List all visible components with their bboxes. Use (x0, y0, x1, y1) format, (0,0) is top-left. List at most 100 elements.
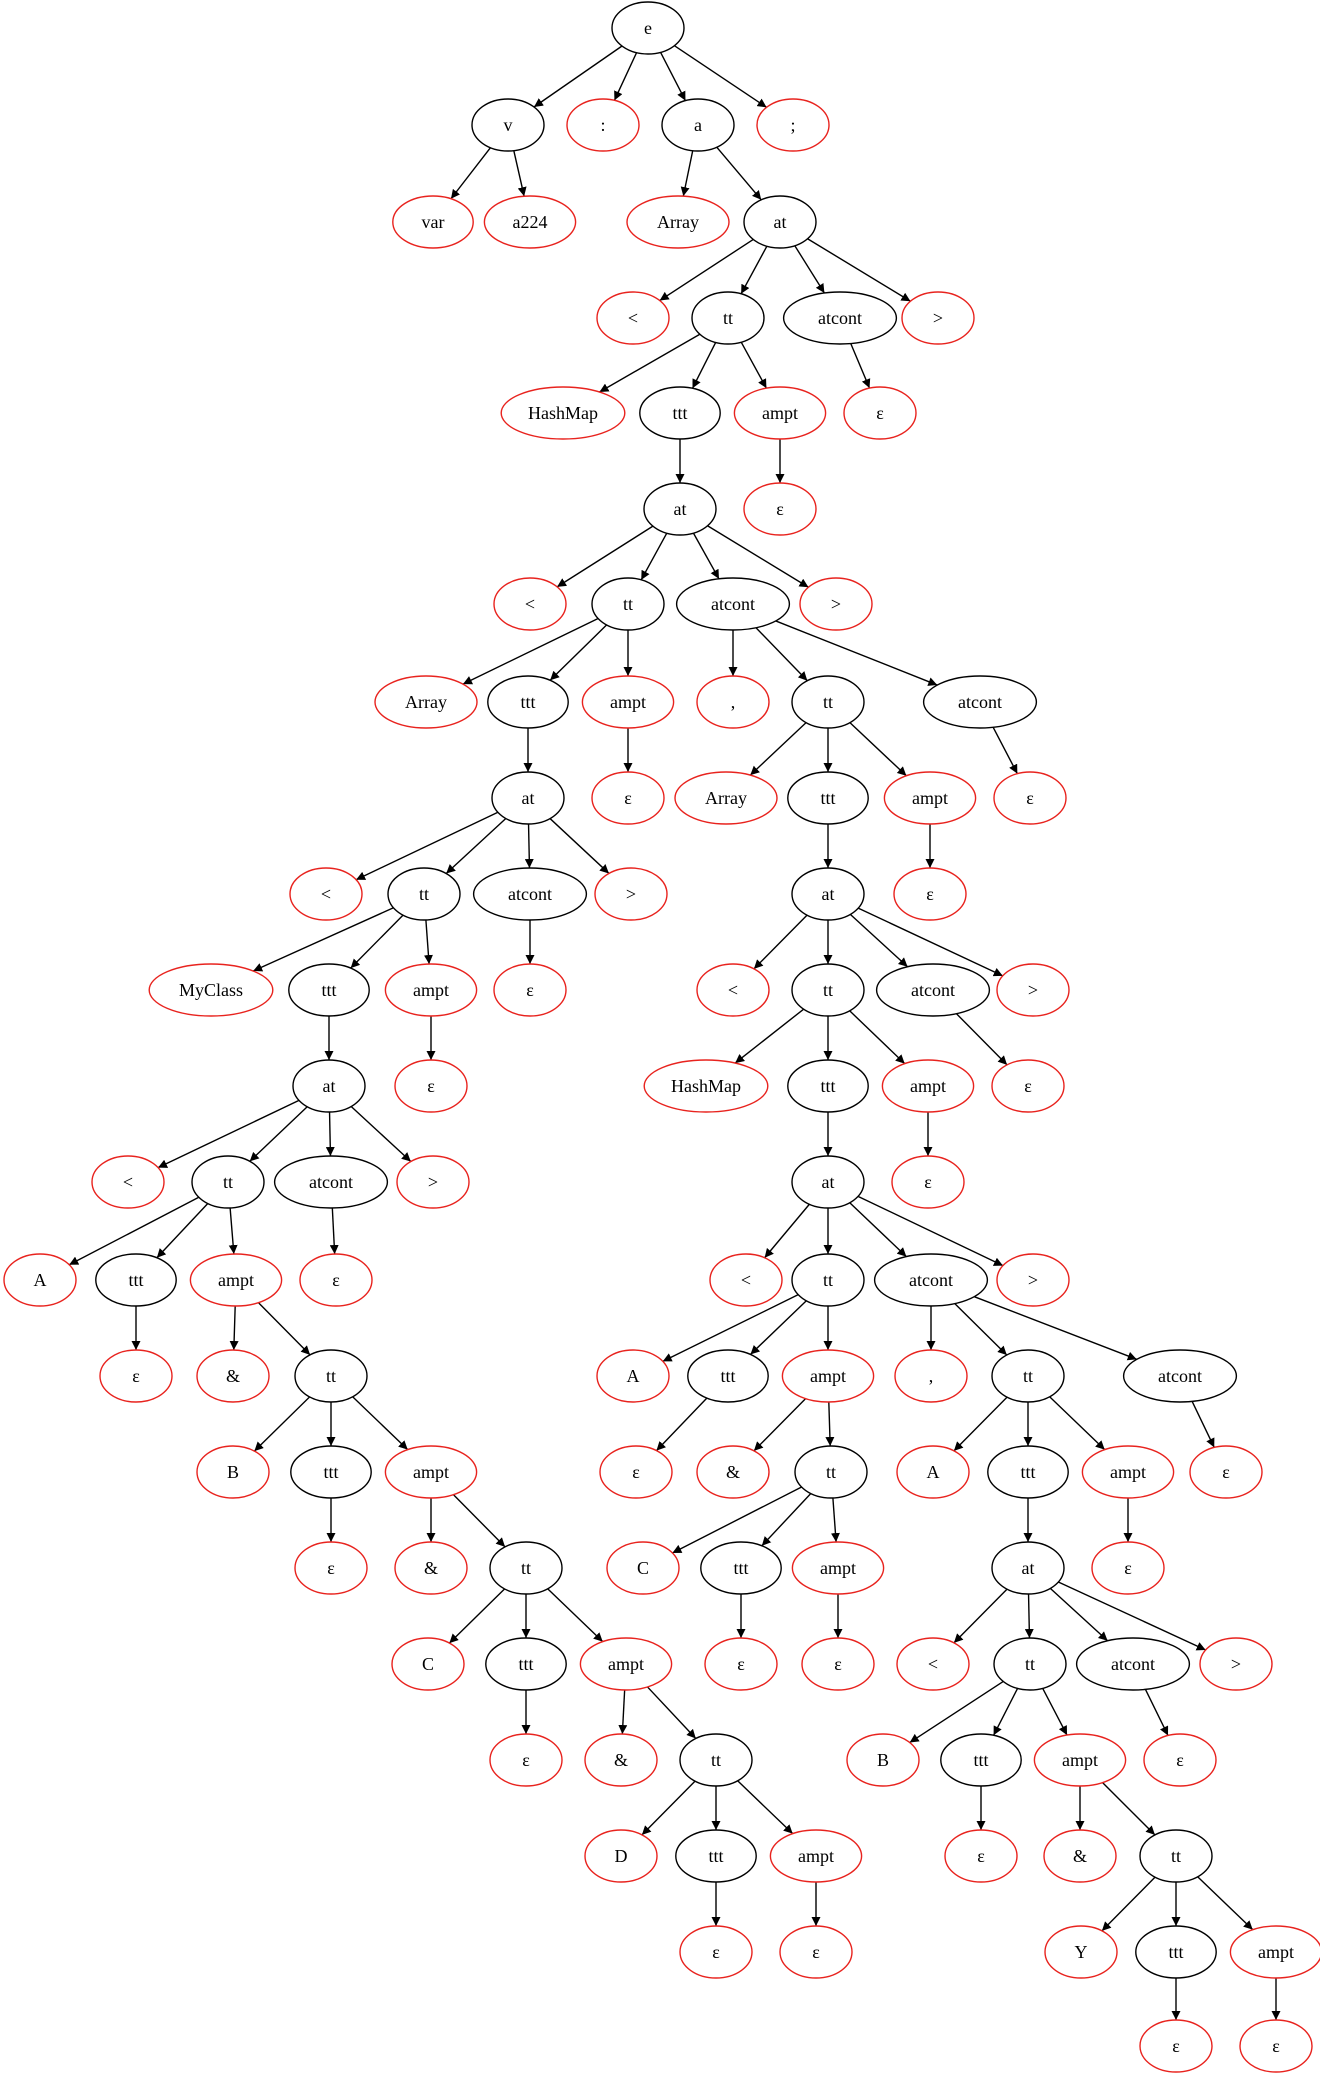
node-label: ε (876, 403, 884, 423)
edge-n102-n108 (909, 1680, 1004, 1744)
terminal-node-ampt: ampt (733, 386, 827, 440)
terminal-node-ampersand: & (584, 1733, 658, 1787)
edge-n10-n15 (740, 341, 768, 389)
node-label: tt (826, 1462, 836, 1482)
node-label: ε (632, 1462, 640, 1482)
node-label: > (626, 884, 636, 904)
nonterminal-node-ttt: ttt (95, 1253, 177, 1307)
node-label: ampt (1110, 1462, 1146, 1482)
node-ellipse (294, 1349, 368, 1403)
edge-n8-n11 (794, 245, 825, 294)
node-label: e (644, 18, 652, 38)
node-label: ttt (820, 1076, 835, 1096)
edge-n27-n31 (749, 722, 807, 776)
node-label: ampt (1258, 1942, 1294, 1962)
node-ellipse (787, 771, 869, 825)
node-label: & (726, 1462, 740, 1482)
terminal-node-ampersand: & (1043, 1829, 1117, 1883)
terminal-node-semicolon: ; (756, 98, 830, 152)
node-label: atcont (909, 1270, 953, 1290)
node-label: ttt (1020, 1462, 1035, 1482)
nonterminal-node-tt: tt (679, 1733, 753, 1787)
node-ellipse (1091, 1541, 1165, 1595)
terminal-node-epsilon: ε (679, 1925, 753, 1979)
node-ellipse (843, 386, 917, 440)
edge-n94-n101 (953, 1588, 1008, 1644)
node-ellipse (196, 1445, 270, 1499)
node-ellipse (596, 1349, 670, 1403)
node-ellipse (1139, 1829, 1213, 1883)
node-label: ampt (1062, 1750, 1098, 1770)
edge-n39-n47 (849, 913, 909, 968)
node-ellipse (791, 867, 865, 921)
node-label: Array (405, 692, 447, 712)
node-ellipse (791, 675, 865, 729)
node-label: & (1073, 1846, 1087, 1866)
node-label: at (822, 884, 835, 904)
node-ellipse (591, 577, 665, 631)
edge-n28-n34 (992, 726, 1018, 774)
nonterminal-node-tt: tt (993, 1637, 1067, 1691)
node-ellipse (944, 1829, 1018, 1883)
terminal-node-ampt: ampt (781, 1349, 875, 1403)
node-label: & (614, 1750, 628, 1770)
terminal-node-epsilon: ε (591, 771, 665, 825)
node-ellipse (993, 771, 1067, 825)
node-ellipse (396, 1155, 470, 1209)
edge-n0-n4 (674, 45, 767, 108)
node-ellipse (394, 1059, 468, 1113)
edge-n29-n35 (355, 811, 499, 881)
edge-n66-n73 (749, 1300, 807, 1355)
terminal-node-colon: : (566, 98, 640, 152)
nonterminal-node-tt: tt (791, 963, 865, 1017)
node-ellipse (189, 1253, 283, 1307)
edge-n10-n14 (691, 342, 717, 389)
node-ellipse (922, 675, 1038, 729)
edge-n36-n42 (350, 914, 404, 969)
node-label: ampt (910, 1076, 946, 1096)
terminal-node-epsilon: ε (1239, 2019, 1313, 2073)
node-label: > (1231, 1654, 1241, 1674)
node-ellipse (384, 1445, 478, 1499)
node-label: ampt (820, 1558, 856, 1578)
node-ellipse (1122, 1349, 1238, 1403)
node-label: ε (812, 1942, 820, 1962)
node-ellipse (566, 98, 640, 152)
node-label: at (774, 212, 787, 232)
edge-n59-n65 (764, 1203, 810, 1259)
terminal-node-epsilon: ε (891, 1155, 965, 1209)
edge-n80-n90 (452, 1494, 506, 1548)
nonterminal-node-tt: tt (791, 1253, 865, 1307)
node-label: C (422, 1654, 434, 1674)
node-label: C (637, 1558, 649, 1578)
node-ellipse (696, 963, 770, 1017)
terminal-node-epsilon: ε (801, 1637, 875, 1691)
node-ellipse (893, 867, 967, 921)
node-label: tt (711, 1750, 721, 1770)
edge-n0-n2 (613, 52, 638, 101)
terminal-node-epsilon: ε (944, 1829, 1018, 1883)
terminal-node-a: A (896, 1445, 970, 1499)
node-label: ε (712, 1942, 720, 1962)
node-label: & (226, 1366, 240, 1386)
nonterminal-node-ttt: ttt (787, 771, 869, 825)
node-label: atcont (958, 692, 1002, 712)
node-ellipse (781, 1349, 875, 1403)
edge-n98-n106 (618, 1689, 628, 1735)
node-ellipse (940, 1733, 1022, 1787)
edge-n63-n70 (229, 1305, 239, 1351)
node-label: tt (326, 1366, 336, 1386)
node-label: at (1022, 1558, 1035, 1578)
node-ellipse (679, 1733, 753, 1787)
edge-n56-n61 (68, 1196, 200, 1266)
node-ellipse (1143, 1733, 1217, 1787)
node-label: ε (327, 1558, 335, 1578)
edge-n8-n12 (807, 238, 911, 302)
node-ellipse (674, 771, 778, 825)
node-label: Array (705, 788, 747, 808)
nonterminal-node-atcont: atcont (273, 1155, 389, 1209)
edge-n107-n114 (737, 1780, 794, 1835)
node-ellipse (485, 1637, 567, 1691)
node-ellipse (743, 195, 817, 249)
edge-n94-n102 (1024, 1593, 1034, 1639)
